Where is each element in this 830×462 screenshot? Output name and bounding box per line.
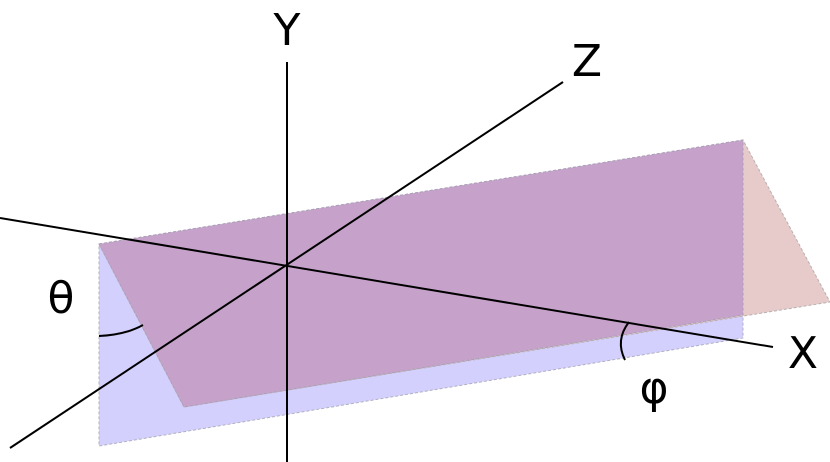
x-axis-label: X (788, 328, 818, 379)
y-axis-label: Y (273, 5, 301, 56)
theta-arc (98, 324, 144, 337)
theta-label: θ (48, 273, 75, 324)
phi-label: φ (639, 363, 668, 414)
x-axis (0, 217, 774, 348)
z-axis-label: Z (572, 36, 602, 87)
phi-arc (619, 321, 630, 361)
